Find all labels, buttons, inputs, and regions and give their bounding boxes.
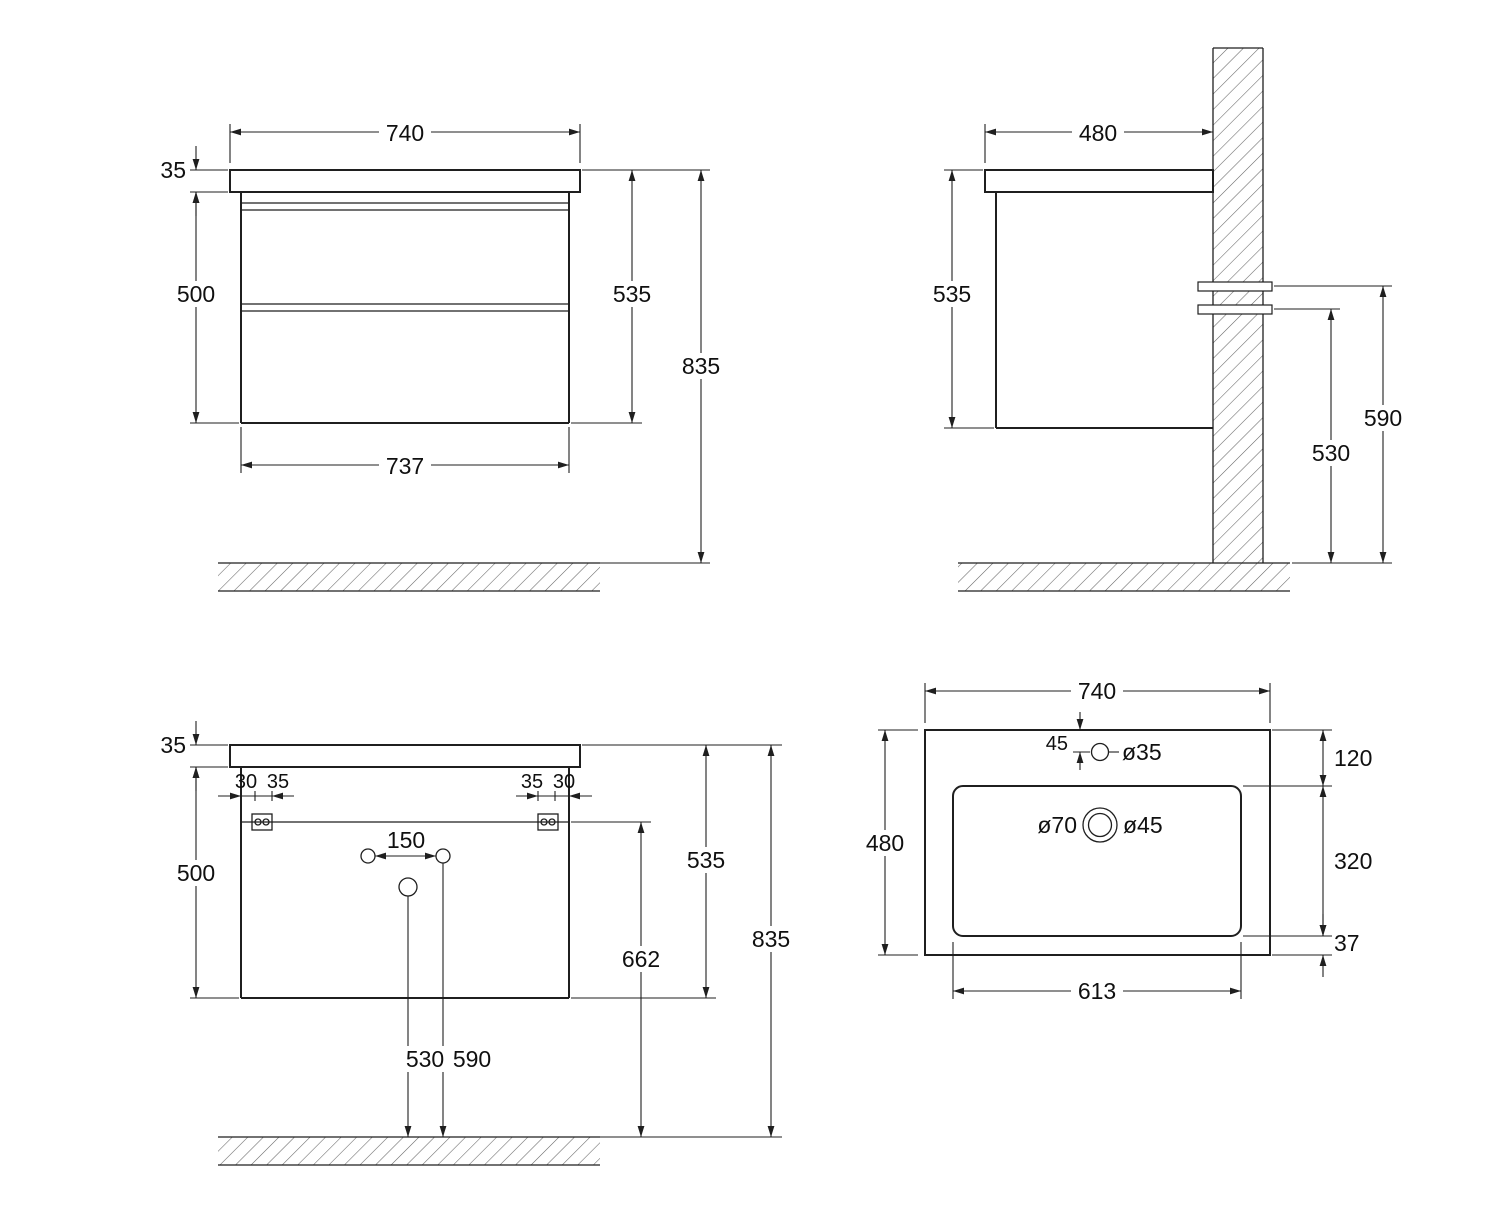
- dim-side-cabinet-height: 535: [933, 281, 971, 307]
- dim-front-width: 740: [386, 120, 424, 146]
- front-dimensions: 740 35 500 535 835: [160, 119, 726, 564]
- dim-supply-height: 590: [453, 1046, 491, 1072]
- dim-mount-body-height: 500: [177, 860, 215, 886]
- drain-outer: [1082, 807, 1118, 843]
- dim-side-rail-top-height: 590: [1364, 405, 1402, 431]
- supply-hole-left: [360, 848, 376, 864]
- dim-back-rim: 120: [1334, 745, 1372, 771]
- floor-hatch: [218, 562, 600, 592]
- wall-bracket-left: [251, 813, 273, 831]
- dim-bracket-width-left: 35: [267, 771, 289, 793]
- dim-drain-outer-dia: ø70: [1037, 812, 1077, 838]
- sink-dimensions: 740 480 45 ø35 ø70 ø45 120: [860, 678, 1372, 1004]
- dim-basin-width: 613: [1078, 978, 1116, 1004]
- dim-sink-width: 740: [1078, 678, 1116, 704]
- drain-hole: [398, 877, 418, 897]
- drain-inner: [1087, 812, 1113, 838]
- supply-hole-right: [435, 848, 451, 864]
- mounting-rail-bottom: [1197, 304, 1273, 315]
- wall-bracket-right: [537, 813, 559, 831]
- dim-drain-inner-dia: ø45: [1123, 812, 1163, 838]
- dim-front-cabinet-height: 535: [613, 281, 651, 307]
- dim-front-body-height: 500: [177, 281, 215, 307]
- dim-edge-offset-right: 30: [553, 771, 575, 793]
- side-dimensions: 480 535 590 530: [927, 119, 1408, 564]
- dim-drain-height: 530: [406, 1046, 444, 1072]
- dim-front-top-thickness: 35: [160, 157, 186, 183]
- cabinet-front-outline: [229, 169, 581, 424]
- sink-top-view: 740 480 45 ø35 ø70 ø45 120: [860, 678, 1372, 1004]
- dim-front-inner-width: 737: [386, 453, 424, 479]
- mounting-rail-top: [1197, 281, 1273, 292]
- side-view: 480 535 590 530: [927, 47, 1408, 592]
- dim-mount-cabinet-height: 535: [687, 847, 725, 873]
- dim-sink-depth: 480: [866, 830, 904, 856]
- dim-side-depth: 480: [1079, 120, 1117, 146]
- dim-hole-spacing: 150: [387, 827, 425, 853]
- floor-hatch: [958, 562, 1290, 592]
- dim-mount-floor-height: 835: [752, 926, 790, 952]
- dim-basin-depth: 320: [1334, 848, 1372, 874]
- mounting-dimensions: 35 500 30 35 35 30 150: [160, 721, 796, 1138]
- floor-hatch: [218, 1136, 600, 1166]
- dim-front-mount-height: 835: [682, 353, 720, 379]
- mounting-view: 35 500 30 35 35 30 150: [160, 721, 796, 1166]
- faucet-hole: [1090, 742, 1110, 762]
- dim-rail-height: 662: [622, 946, 660, 972]
- dim-faucet-hole-dia: ø35: [1122, 739, 1162, 765]
- dim-edge-offset-left: 30: [235, 771, 257, 793]
- dim-front-rim: 37: [1334, 930, 1360, 956]
- dim-side-rail-bottom-height: 530: [1312, 440, 1350, 466]
- dim-bracket-width-right: 35: [521, 771, 543, 793]
- dim-faucet-offset: 45: [1046, 733, 1068, 755]
- sink-outline: [924, 729, 1271, 956]
- cabinet-side-outline: [984, 169, 1273, 429]
- dim-mount-top-thickness: 35: [160, 732, 186, 758]
- front-view: 740 35 500 535 835: [160, 119, 726, 592]
